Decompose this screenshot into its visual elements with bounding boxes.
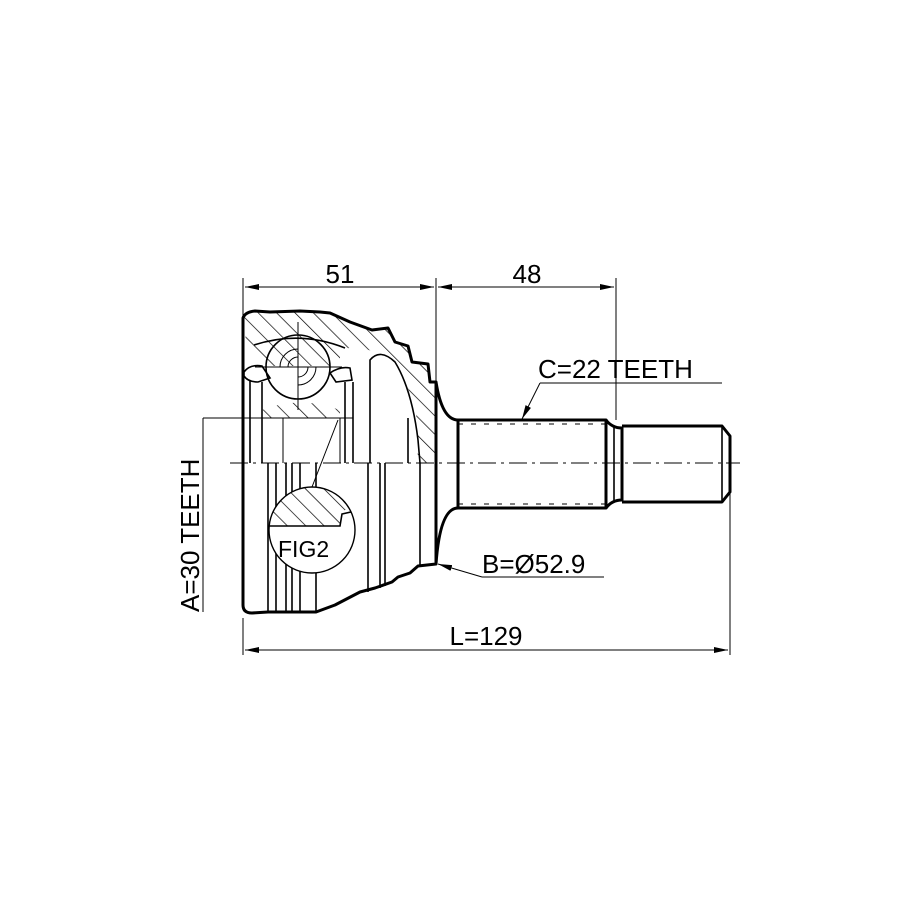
dimension-overall-length: L=129	[242, 492, 731, 655]
callout-outer-spline: C=22 TEETH	[521, 354, 722, 420]
svg-text:A=30 TEETH: A=30 TEETH	[175, 459, 205, 612]
svg-text:L=129: L=129	[449, 621, 522, 651]
fig2-label: FIG2	[278, 536, 329, 562]
dimension-48: 48	[438, 259, 617, 420]
outer-shaft	[456, 418, 732, 510]
dimension-51: 51	[242, 259, 437, 382]
callout-abs-diameter: B=Ø52.9	[437, 549, 604, 579]
svg-text:C=22 TEETH: C=22 TEETH	[538, 354, 693, 384]
housing-section	[203, 309, 438, 464]
callout-inner-spline: A=30 TEETH	[175, 418, 205, 612]
svg-text:51: 51	[326, 259, 355, 289]
svg-text:48: 48	[513, 259, 542, 289]
svg-text:B=Ø52.9: B=Ø52.9	[482, 549, 585, 579]
